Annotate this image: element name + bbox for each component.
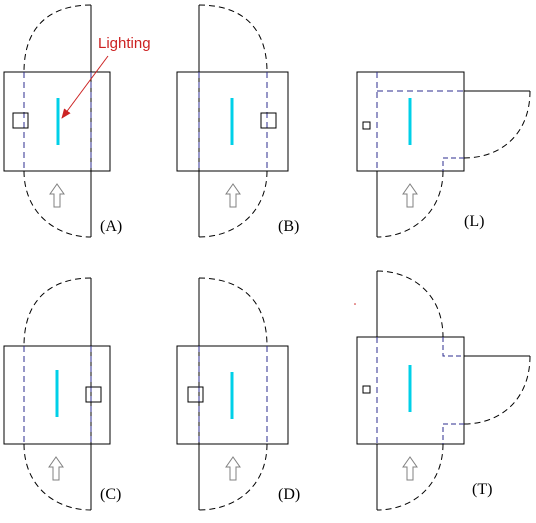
door-swing: [376, 443, 444, 511]
door-swing: [463, 90, 531, 159]
door-swing: [198, 443, 268, 511]
panel-label: (T): [472, 481, 492, 498]
lighting-annotation-label: Lighting: [98, 35, 151, 52]
door-swing: [198, 4, 268, 73]
panel-label: (B): [278, 218, 299, 235]
switch-box: [260, 112, 277, 129]
switch-box: [12, 112, 29, 129]
hidden-line: [442, 157, 464, 171]
annotation-arrow: [61, 55, 109, 119]
door-swing: [23, 277, 92, 347]
stray-mark: [354, 303, 356, 305]
door-swing: [376, 270, 444, 338]
door-swing: [23, 170, 92, 238]
door-swing: [23, 443, 92, 511]
switch-box: [362, 385, 371, 394]
door-swing: [23, 4, 92, 73]
switch-box: [85, 386, 102, 403]
room-outline: [176, 71, 289, 172]
room-outline: [356, 71, 465, 172]
entry-arrow-icon: [402, 183, 418, 208]
door-swing: [198, 170, 268, 238]
panel-label: (L): [464, 213, 484, 230]
entry-arrow-icon: [225, 183, 241, 208]
panel-b: (B): [176, 4, 299, 238]
entry-arrow-icon: [49, 183, 65, 208]
door-swing: [463, 355, 531, 425]
panel-l: (L): [356, 71, 531, 238]
room-outline: [356, 336, 465, 445]
panel-a: (A): [3, 4, 122, 238]
panel-label: (C): [100, 486, 121, 503]
hidden-line: [442, 423, 464, 444]
panel-t: (T): [356, 270, 531, 511]
door-swing: [376, 170, 444, 238]
panel-label: (A): [100, 218, 122, 235]
switch-box: [362, 121, 371, 130]
door-swing: [198, 277, 268, 347]
room-outline: [176, 345, 289, 445]
switch-box: [187, 386, 204, 403]
room-outline: [3, 71, 111, 172]
panel-d: (D): [176, 277, 300, 511]
hidden-line: [442, 337, 464, 357]
panel-label: (D): [278, 486, 300, 503]
panel-c: (C): [3, 277, 121, 511]
entry-arrow-icon: [402, 456, 418, 481]
entry-arrow-icon: [48, 456, 64, 481]
lighting-annotation: Lighting: [61, 35, 151, 119]
room-outline: [3, 345, 111, 445]
entry-arrow-icon: [225, 456, 241, 481]
